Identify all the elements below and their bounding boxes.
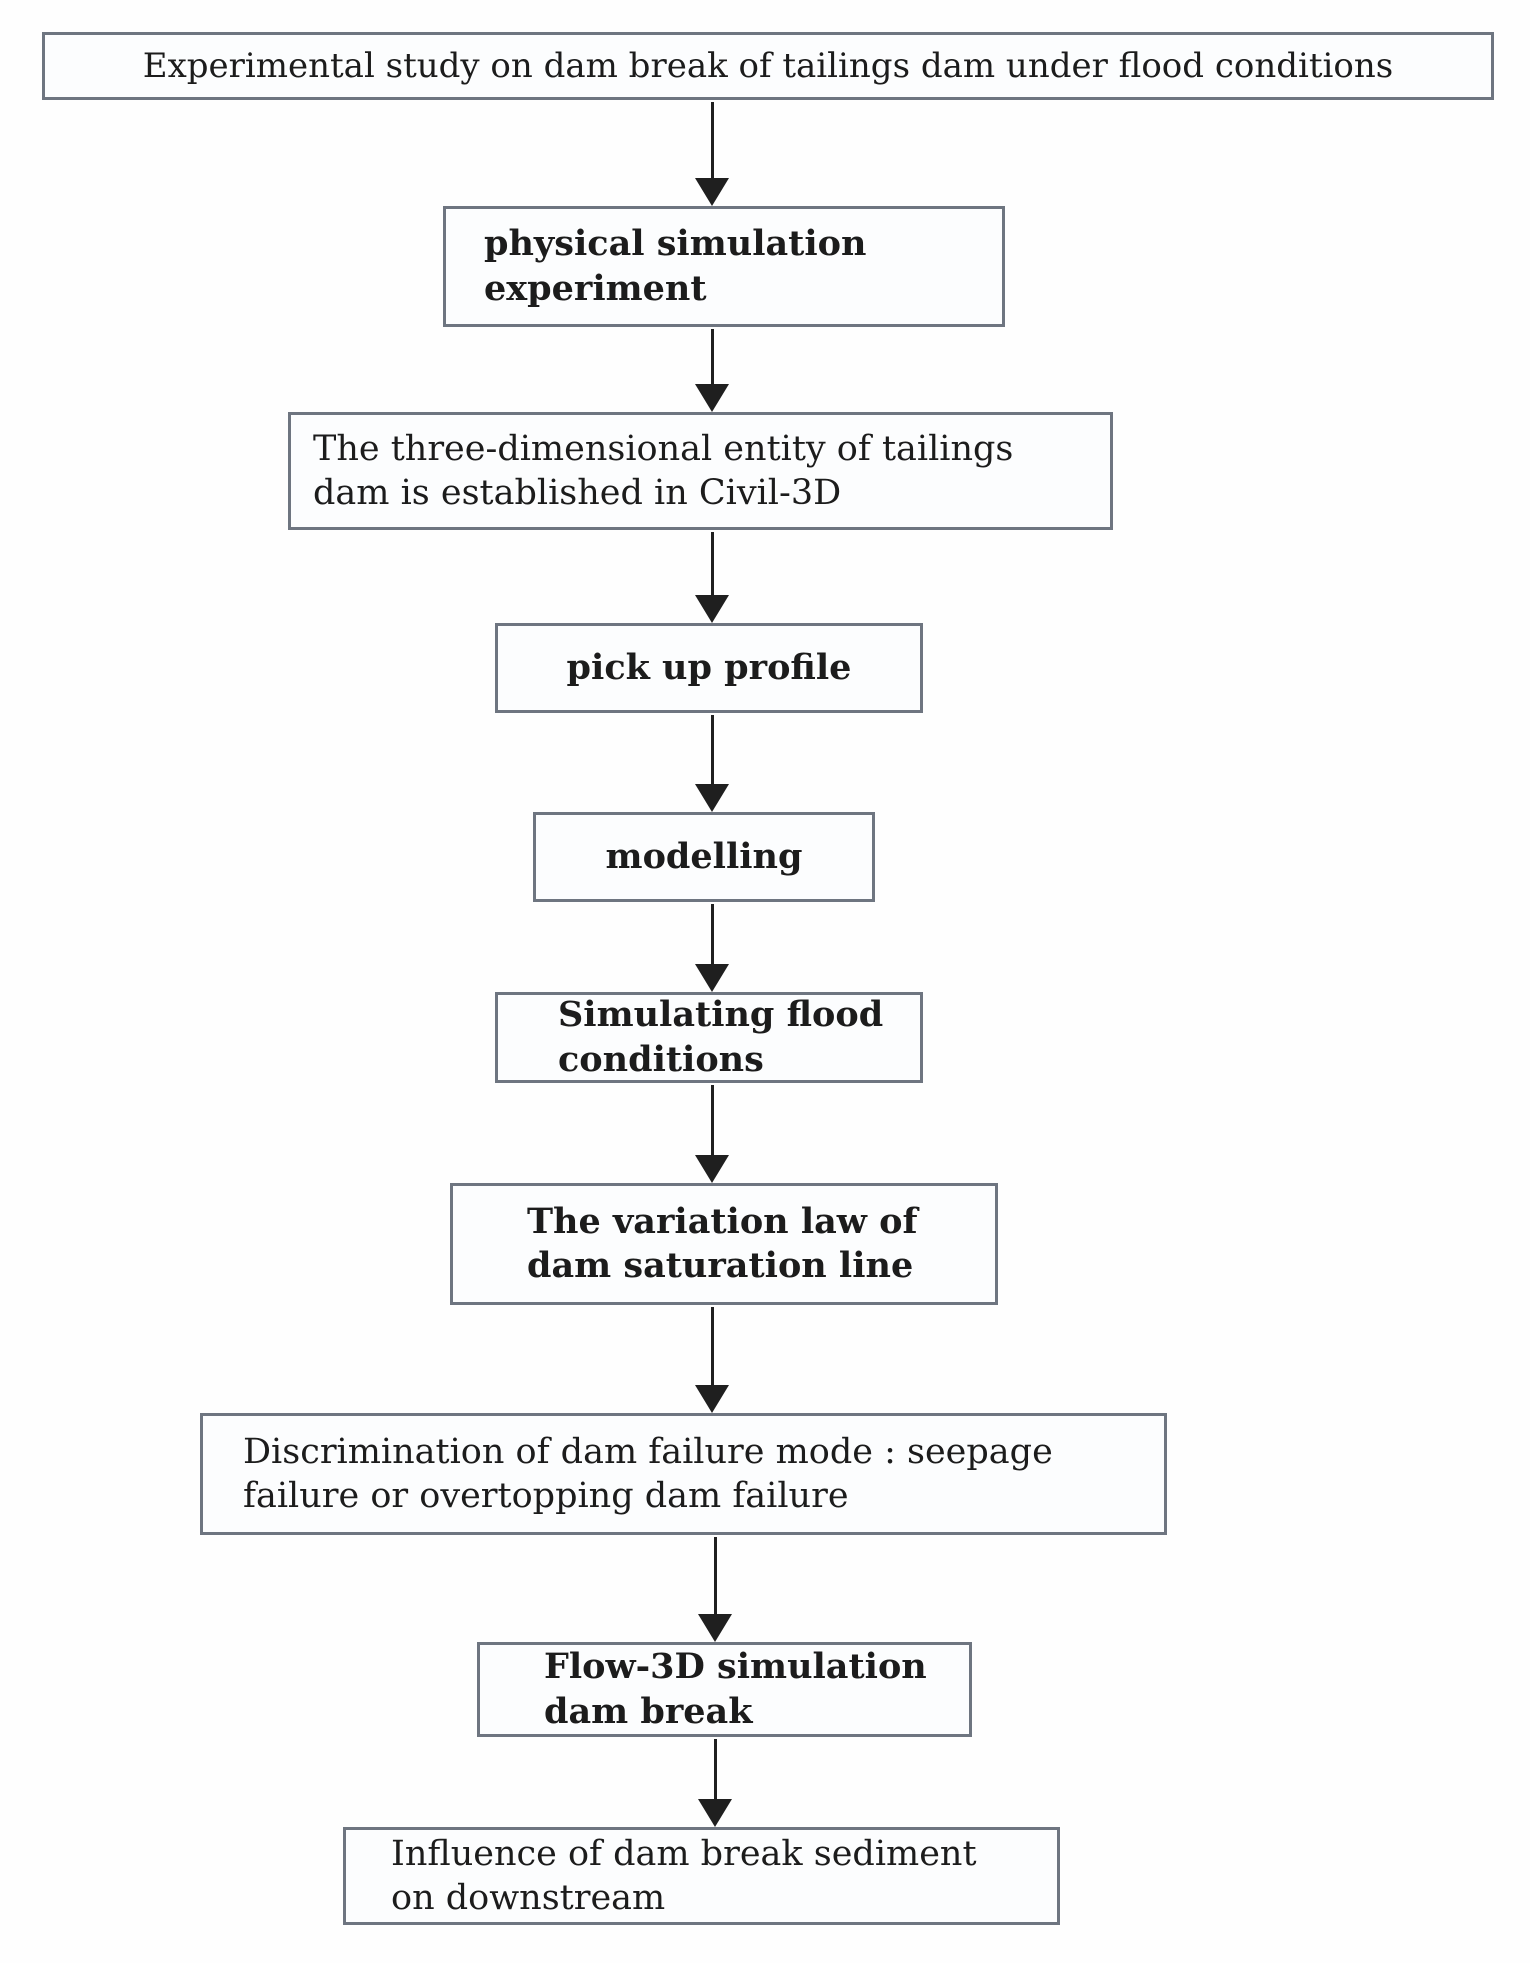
arrow-modelling-to-flood [695, 904, 729, 992]
flow-node-physical-sim: physical simulation experiment [443, 206, 1005, 327]
flow-node-simulating-flood: Simulating flood conditions [495, 992, 923, 1083]
arrow-flood-to-saturation [695, 1085, 729, 1183]
arrow-shaft [710, 1307, 714, 1391]
arrow-head-icon [695, 1155, 729, 1183]
arrow-shaft [710, 1085, 714, 1161]
arrow-head-icon [695, 1385, 729, 1413]
arrow-saturation-to-failure-mode [695, 1307, 729, 1413]
arrow-civil3d-to-profile [695, 532, 729, 623]
arrow-head-icon [695, 384, 729, 412]
arrow-shaft [713, 1537, 717, 1620]
flow-node-title: Experimental study on dam break of taili… [42, 32, 1494, 100]
flow-node-civil3d-entity: The three-dimensional entity of tailings… [288, 412, 1113, 530]
arrow-shaft [710, 102, 714, 184]
arrow-profile-to-modelling [695, 715, 729, 812]
flow-node-downstream-influence: Influence of dam break sediment on downs… [343, 1827, 1060, 1925]
arrow-title-to-physical-sim [695, 102, 729, 206]
arrow-head-icon [695, 178, 729, 206]
arrow-shaft [710, 904, 714, 970]
arrow-shaft [710, 532, 714, 601]
arrow-shaft [710, 329, 714, 390]
arrow-flow3d-to-downstream [698, 1739, 732, 1827]
flow-node-modelling: modelling [533, 812, 875, 902]
arrow-shaft [713, 1739, 717, 1805]
flow-node-flow3d-simulation: Flow-3D simulation dam break [477, 1642, 972, 1737]
arrow-physical-sim-to-civil3d [695, 329, 729, 412]
arrow-head-icon [695, 595, 729, 623]
arrow-shaft [710, 715, 714, 790]
flow-node-pick-up-profile: pick up profile [495, 623, 923, 713]
flow-node-failure-mode: Discrimination of dam failure mode : see… [200, 1413, 1167, 1535]
arrow-head-icon [698, 1799, 732, 1827]
arrow-head-icon [695, 964, 729, 992]
flow-node-saturation-line: The variation law of dam saturation line [450, 1183, 998, 1305]
arrow-head-icon [698, 1614, 732, 1642]
arrow-failure-mode-to-flow3d [698, 1537, 732, 1642]
arrow-head-icon [695, 784, 729, 812]
